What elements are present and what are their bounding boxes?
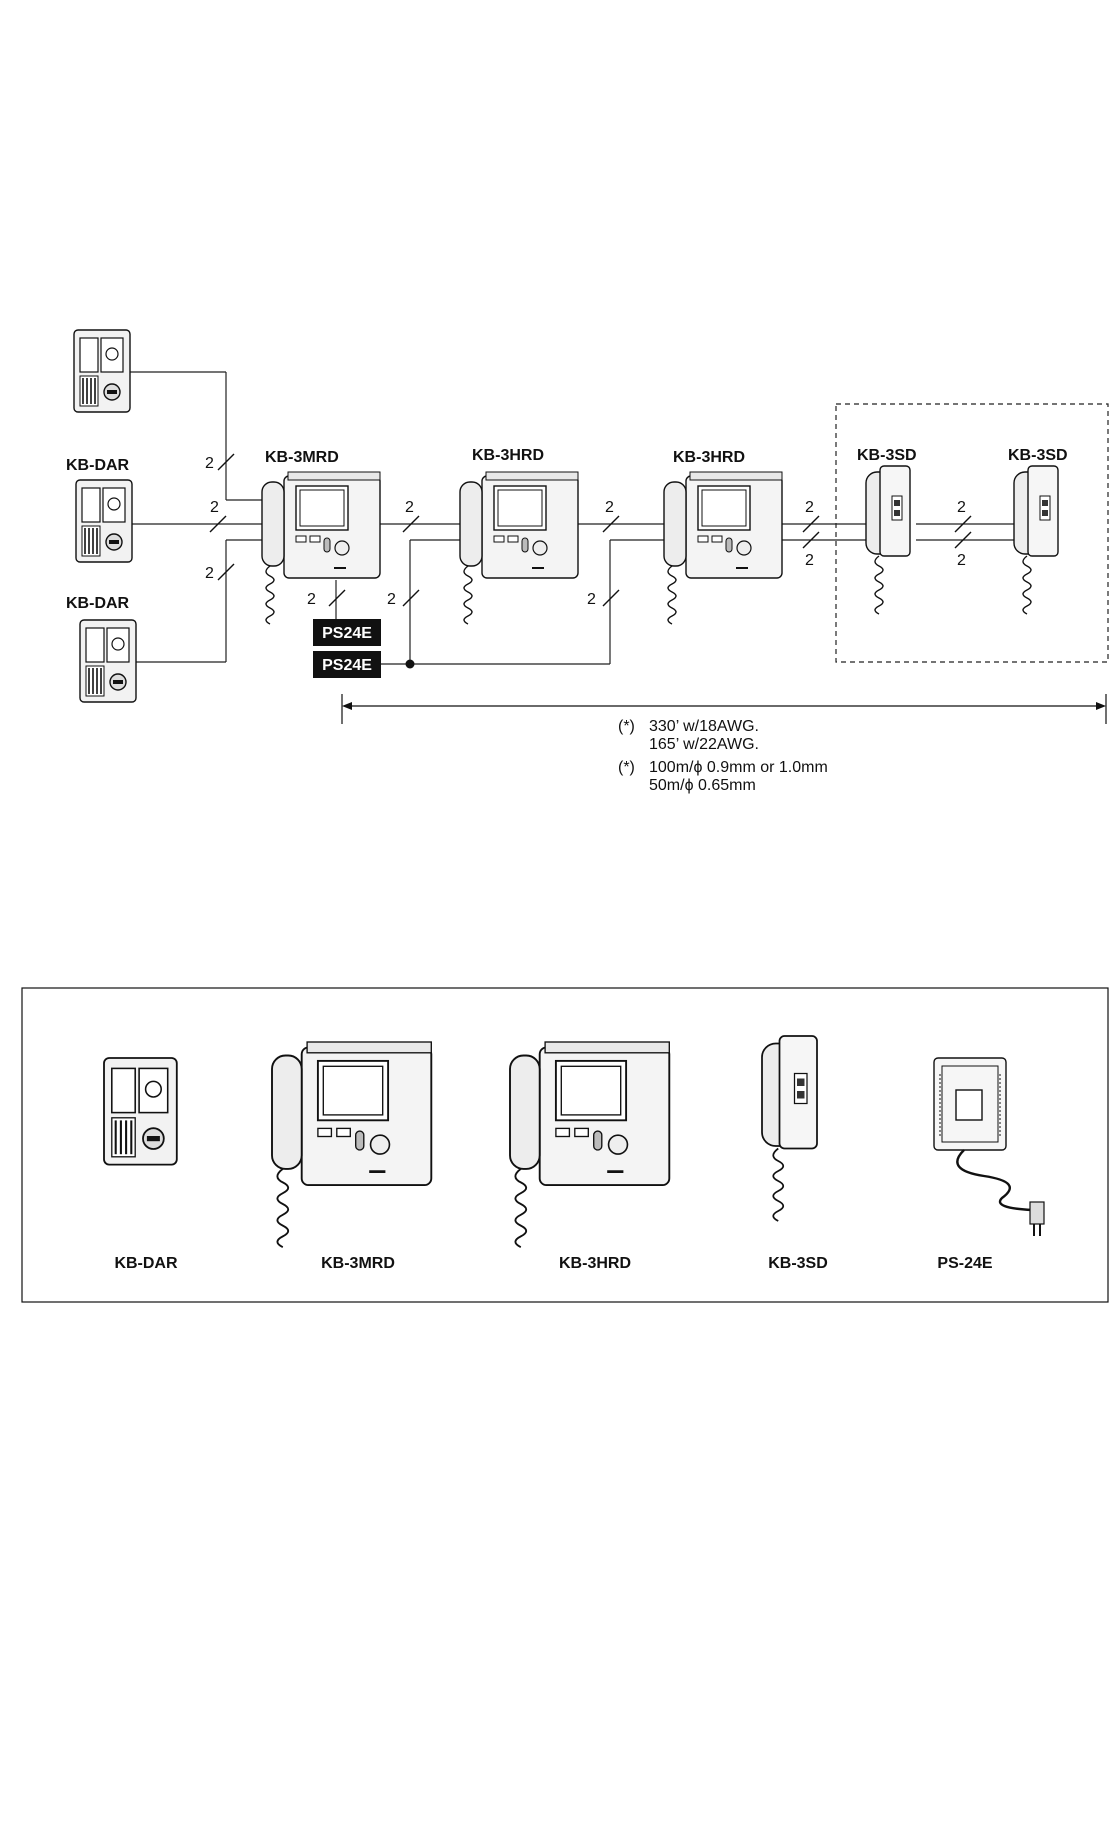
svg-text:(*): (*) [618,718,635,735]
wire-count: 2 [307,591,316,608]
svg-text:PS24E: PS24E [322,625,372,642]
wire-count: 2 [957,552,966,569]
svg-text:330’ w/18AWG.: 330’ w/18AWG. [649,718,759,735]
distance-notes: (*) 330’ w/18AWG. 165’ w/22AWG. (*) 100m… [618,718,828,794]
catalog-door-station [104,1058,177,1165]
catalog-label-kb-dar: KB-DAR [114,1255,178,1272]
door-station-bottom [80,620,136,702]
label-kb-3hrd: KB-3HRD [472,447,544,464]
wire-count: 2 [587,591,596,608]
svg-text:165’ w/22AWG.: 165’ w/22AWG. [649,736,759,753]
wire-count: 2 [210,499,219,516]
wire-count: 2 [387,591,396,608]
wire-count: 2 [205,565,214,582]
wire-count: 2 [605,499,614,516]
power-supply-ps24e-1: PS24E [313,619,381,646]
handset-kb-3sd-2 [1014,466,1058,614]
door-station-middle [76,480,132,562]
monitor-kb-3hrd-2 [664,472,782,624]
wire-count: 2 [805,552,814,569]
catalog-label-ps-24e: PS-24E [937,1255,992,1272]
svg-text:100m/ϕ 0.9mm or 1.0mm: 100m/ϕ 0.9mm or 1.0mm [649,759,828,776]
label-kb-3hrd: KB-3HRD [673,449,745,466]
label-kb-dar: KB-DAR [66,457,130,474]
svg-text:50m/ϕ 0.65mm: 50m/ϕ 0.65mm [649,777,756,794]
handset-kb-3sd-1 [866,466,910,614]
label-kb-3sd: KB-3SD [1008,447,1068,464]
wire-count: 2 [805,499,814,516]
wire-count: 2 [205,455,214,472]
label-kb-dar: KB-DAR [66,595,130,612]
wire-count: 2 [405,499,414,516]
wire-count: 2 [957,499,966,516]
label-kb-3sd: KB-3SD [857,447,917,464]
door-station-top [74,330,130,412]
monitor-kb-3hrd-1 [460,472,578,624]
label-kb-3mrd: KB-3MRD [265,449,339,466]
svg-text:PS24E: PS24E [322,657,372,674]
catalog-label-kb-3mrd: KB-3MRD [321,1255,395,1272]
svg-text:(*): (*) [618,759,635,776]
catalog-label-kb-3hrd: KB-3HRD [559,1255,631,1272]
monitor-kb-3mrd [262,472,380,624]
catalog-label-kb-3sd: KB-3SD [768,1255,828,1272]
power-supply-ps24e-2: PS24E [313,651,381,678]
